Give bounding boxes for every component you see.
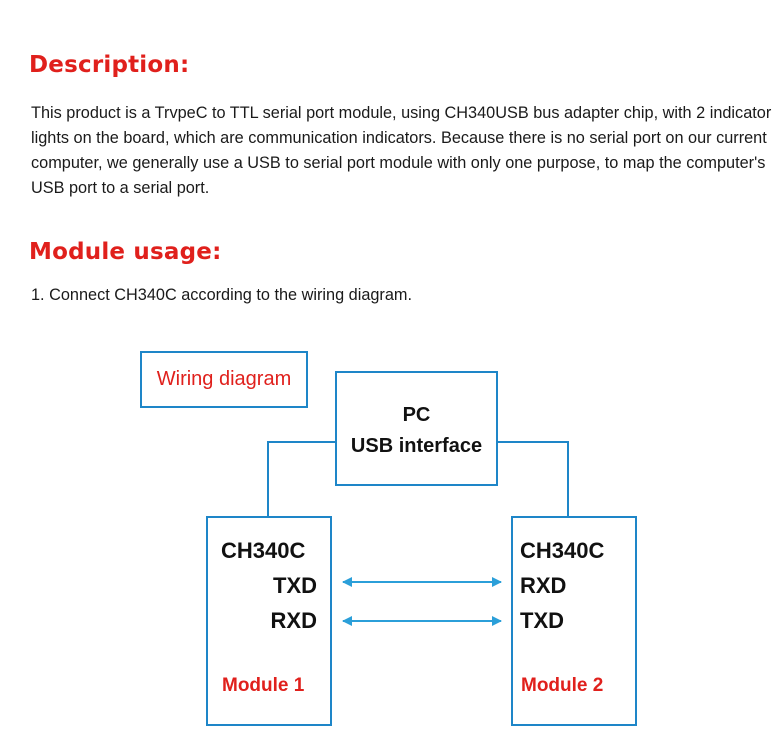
wiring-diagram-label-box: Wiring diagram <box>140 351 308 408</box>
pc-usb-interface-box: PC USB interface <box>335 371 498 486</box>
module2-pin-txd: TXD <box>520 608 564 633</box>
module2-pin-rxd: RXD <box>520 573 567 598</box>
description-text: This product is a TrvpeC to TTL serial p… <box>31 104 772 197</box>
wiring-diagram-label: Wiring diagram <box>156 368 292 390</box>
module2-name: Module 2 <box>521 675 604 696</box>
module2-box: CH340C RXD TXD Module 2 <box>511 516 637 726</box>
module-usage-heading: Module usage: <box>29 239 222 265</box>
module1-pin-txd: TXD <box>273 573 317 598</box>
module1-pin-rxd: RXD <box>270 608 317 633</box>
module1-chip-label: CH340C <box>221 538 306 563</box>
pc-label: PC <box>402 403 431 426</box>
module1-box: CH340C TXD RXD Module 1 <box>206 516 332 726</box>
pc-to-module2-wire <box>498 441 569 516</box>
description-heading: Description: <box>29 52 190 78</box>
module1-name: Module 1 <box>222 675 305 696</box>
module2-chip-label: CH340C <box>520 538 605 563</box>
usb-interface-label: USB interface <box>350 434 483 457</box>
usage-step-1: 1. Connect CH340C according to the wirin… <box>31 286 412 304</box>
pc-to-module1-wire <box>267 441 335 516</box>
